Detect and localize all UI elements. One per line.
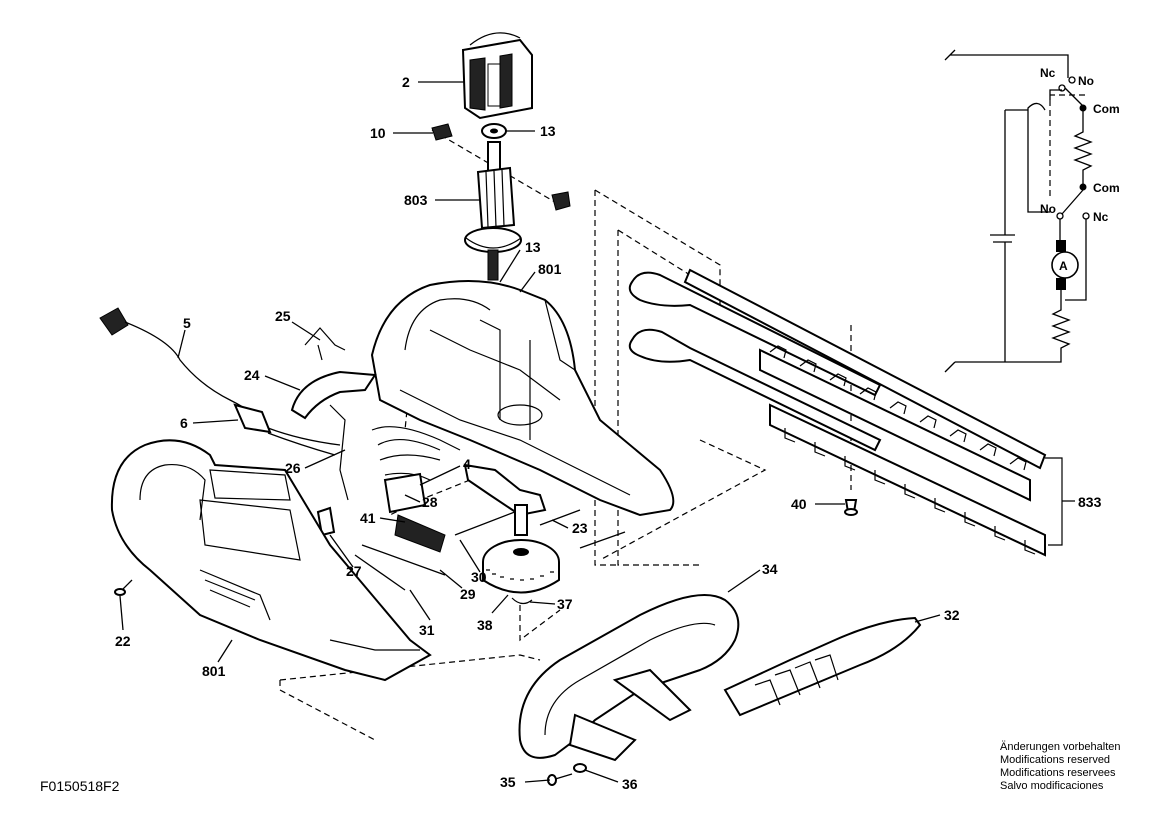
- label-5: 5: [183, 315, 191, 331]
- part-armature: [464, 141, 522, 281]
- label-29: 29: [460, 586, 476, 602]
- part-front-handle-34: [518, 594, 740, 762]
- schematic-label-com-top: Com: [1093, 102, 1120, 116]
- schematic-motor-label: A: [1059, 259, 1068, 273]
- label-10: 10: [370, 125, 386, 141]
- label-36: 36: [622, 776, 638, 792]
- label-801-upper: 801: [538, 261, 562, 277]
- part-labels: 2 10 13 803 13 801 5 25 24 6 26 4 28 41 …: [115, 74, 1102, 792]
- part-guard-32: [723, 616, 922, 717]
- schematic-label-nc-lower: Nc: [1093, 210, 1109, 224]
- label-30: 30: [471, 569, 487, 585]
- leader-lines: [119, 81, 941, 783]
- schematic-label-com-lower: Com: [1093, 181, 1120, 195]
- label-833: 833: [1078, 494, 1102, 510]
- part-blades: [628, 268, 1075, 557]
- drawing-code: F0150518F2: [40, 778, 120, 794]
- label-23: 23: [572, 520, 588, 536]
- part-screw-40: [844, 499, 858, 516]
- part-rod-29: [361, 544, 446, 576]
- note-line-es: Salvo modificaciones: [1000, 780, 1104, 792]
- part-gear-plate-4: [463, 463, 547, 517]
- label-35: 35: [500, 774, 516, 790]
- note-line-en: Modifications reserved: [1000, 754, 1111, 766]
- label-2: 2: [402, 74, 410, 90]
- part-housing-half-lower: [110, 439, 432, 682]
- wiring-schematic: A Nc No Com Com No Nc: [944, 49, 1120, 373]
- part-gear-38: [482, 504, 560, 594]
- part-pin-23b: [579, 531, 626, 549]
- label-38: 38: [477, 617, 493, 633]
- part-switch-lever-24: [290, 370, 377, 420]
- part-housing-half-upper: [370, 280, 675, 517]
- part-wire-26: [329, 404, 349, 501]
- part-wiring: [371, 426, 461, 481]
- note-line-fr: Modifications reservees: [1000, 767, 1116, 779]
- part-41: [394, 514, 446, 553]
- schematic-label-no-top: No: [1078, 74, 1094, 88]
- part-switch-28: [383, 472, 427, 514]
- part-brush-holder: [431, 123, 453, 141]
- label-32: 32: [944, 607, 960, 623]
- part-clip-37: [511, 597, 533, 605]
- label-25: 25: [275, 308, 291, 324]
- part-screw-22: [114, 579, 133, 596]
- note-line-de: Änderungen vorbehalten: [1000, 741, 1121, 753]
- label-24: 24: [244, 367, 260, 383]
- part-screw-35: [547, 773, 573, 786]
- label-801-lower: 801: [202, 663, 226, 679]
- label-13-lower: 13: [525, 239, 541, 255]
- label-28: 28: [422, 494, 438, 510]
- part-power-cable: [99, 307, 341, 456]
- label-41: 41: [360, 510, 376, 526]
- schematic-label-no-lower: No: [1040, 202, 1056, 216]
- label-6: 6: [180, 415, 188, 431]
- part-washer-36: [573, 763, 587, 773]
- label-37: 37: [557, 596, 573, 612]
- label-34: 34: [762, 561, 778, 577]
- label-22: 22: [115, 633, 131, 649]
- part-trigger-27: [316, 506, 336, 537]
- modifications-note: Änderungen vorbehalten Modifications res…: [1000, 741, 1120, 793]
- part-pin-23a: [539, 509, 581, 526]
- part-pin-30: [454, 509, 521, 536]
- part-motor-stator: [461, 32, 533, 120]
- part-clip-25: [304, 327, 346, 361]
- part-rod-31: [354, 554, 406, 591]
- label-40: 40: [791, 496, 807, 512]
- schematic-label-nc-top: Nc: [1040, 66, 1056, 80]
- label-13-top: 13: [540, 123, 556, 139]
- label-26: 26: [285, 460, 301, 476]
- label-4: 4: [463, 456, 471, 472]
- label-27: 27: [346, 563, 362, 579]
- label-31: 31: [419, 622, 435, 638]
- label-803: 803: [404, 192, 428, 208]
